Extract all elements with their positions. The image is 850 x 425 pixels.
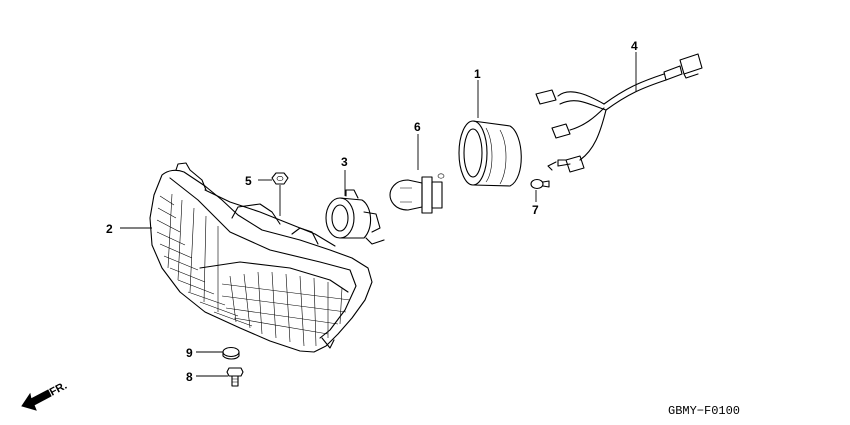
headlight-unit (149, 162, 373, 353)
callout-3: 3 (341, 155, 348, 169)
position-bulb (530, 178, 550, 190)
wire-harness (535, 53, 703, 173)
callout-4: 4 (631, 39, 638, 53)
callout-9: 9 (186, 346, 193, 360)
headlight-bulb (389, 173, 445, 214)
callout-6: 6 (414, 120, 421, 134)
nut (271, 172, 289, 185)
callout-numbers: 1 2 3 4 5 6 7 8 9 (106, 39, 638, 384)
callout-2: 2 (106, 222, 113, 236)
dust-cover (458, 120, 522, 187)
front-direction-indicator: FR. (21, 380, 69, 411)
direction-label: FR. (48, 380, 69, 399)
callout-5: 5 (245, 174, 252, 188)
front-arrow-icon (21, 389, 52, 411)
callout-8: 8 (186, 370, 193, 384)
leader-lines (120, 52, 637, 377)
callout-7: 7 (532, 203, 539, 217)
diagram-code: GBMY−F0100 (668, 404, 740, 418)
bulb-socket (325, 189, 385, 245)
callout-1: 1 (474, 67, 481, 81)
screw (226, 367, 244, 387)
washer-nut (222, 346, 240, 360)
